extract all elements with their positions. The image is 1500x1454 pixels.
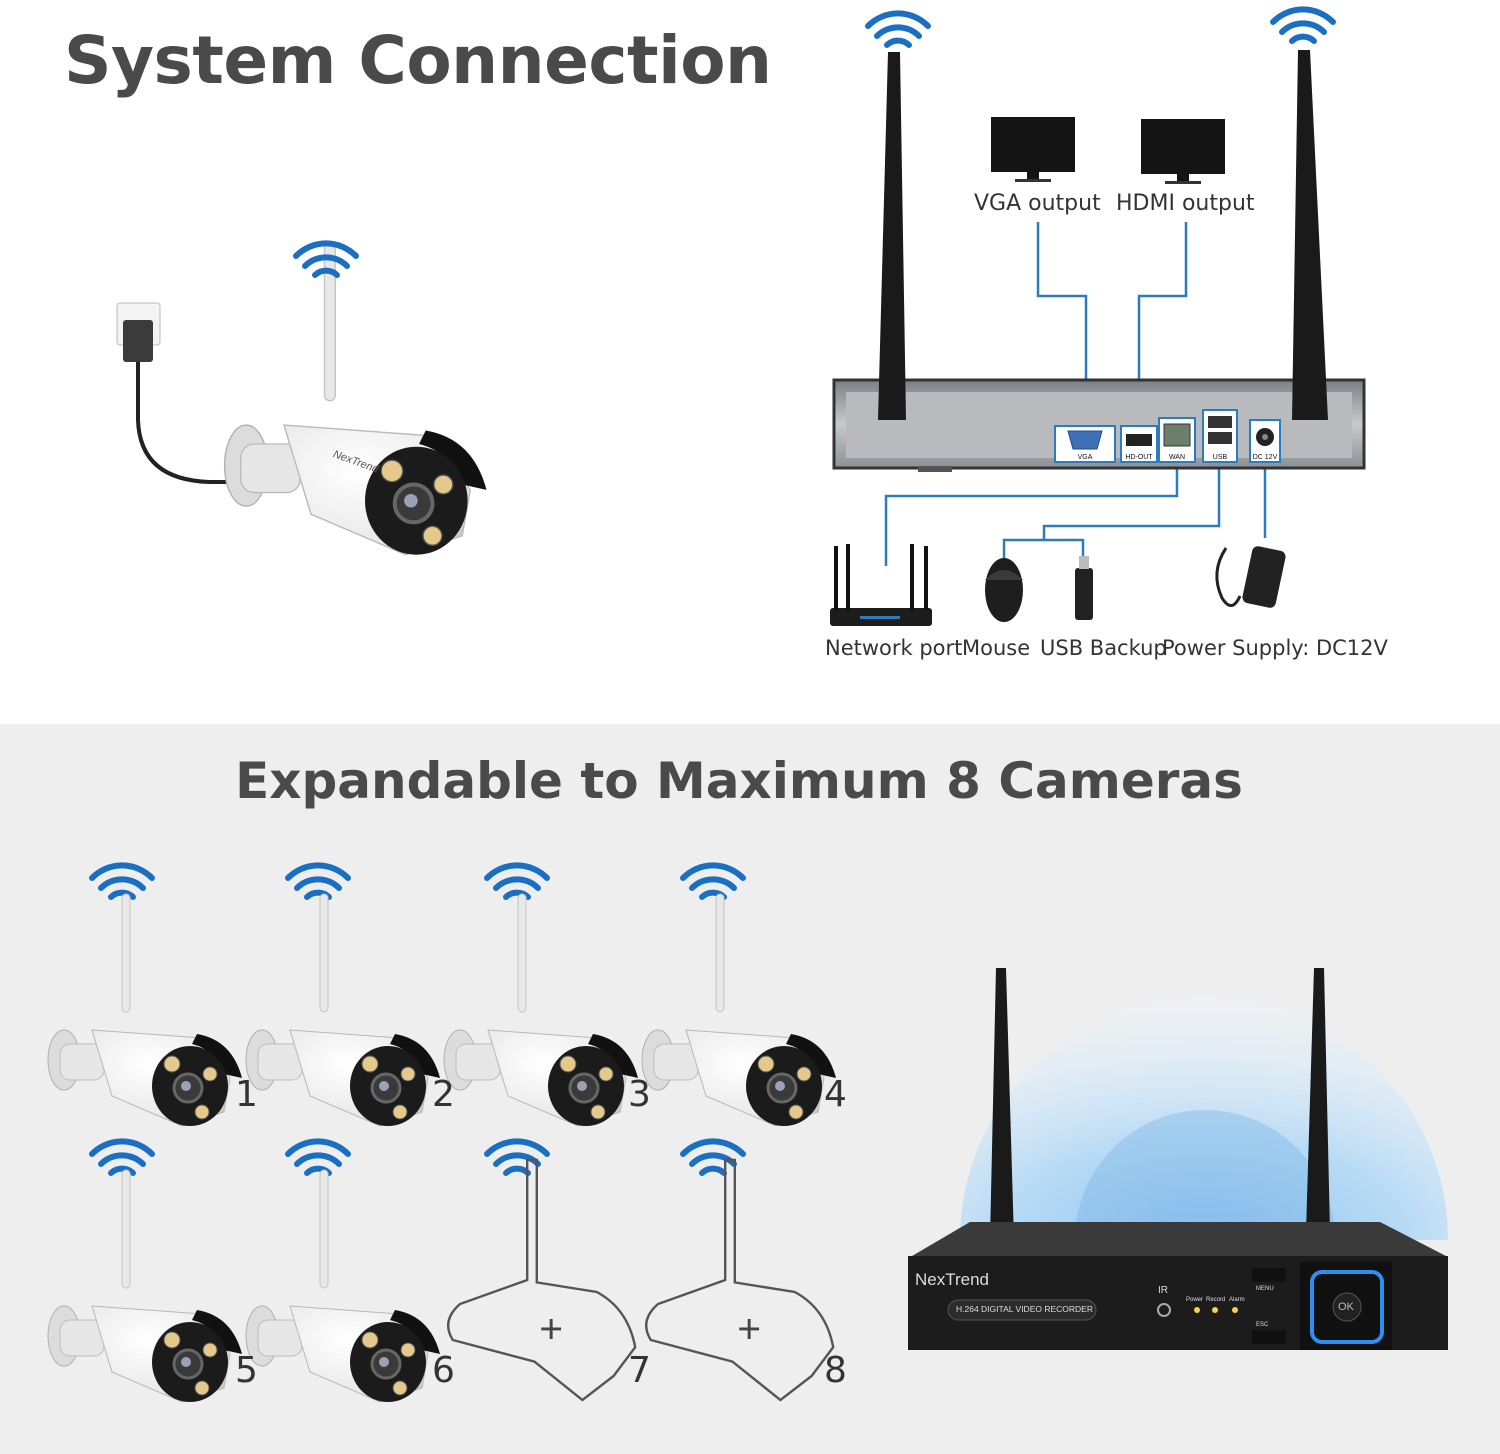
camera-number-1: 1 <box>235 1074 258 1115</box>
led-power-label: Power <box>1186 1297 1204 1303</box>
port-wan: WAN <box>1169 454 1185 461</box>
network-port-label: Network port <box>825 636 963 660</box>
vga-output-label: VGA output <box>974 191 1101 216</box>
expand-title: Expandable to Maximum 8 Cameras <box>235 752 1243 810</box>
camera-number-2: 2 <box>432 1074 455 1115</box>
port-usb: USB <box>1213 454 1228 461</box>
camera-number-8: 8 <box>824 1350 847 1391</box>
mouse-label: Mouse <box>962 636 1031 660</box>
ok-button[interactable]: OK <box>1338 1301 1354 1313</box>
hdmi-output-label: HDMI output <box>1116 191 1255 216</box>
power-supply-label: Power Supply: DC12V <box>1162 636 1388 660</box>
led-record-label: Record <box>1206 1297 1226 1303</box>
port-dc12v: DC 12V <box>1253 454 1278 461</box>
menu-button[interactable]: MENU <box>1256 1286 1274 1292</box>
camera-number-3: 3 <box>628 1074 651 1115</box>
page-title: System Connection <box>64 22 772 99</box>
camera-number-5: 5 <box>235 1350 258 1391</box>
port-hdmi: HD-OUT <box>1125 454 1153 461</box>
camera-number-4: 4 <box>824 1074 847 1115</box>
esc-button[interactable]: ESC <box>1256 1322 1269 1328</box>
nvr-brand: NexTrend <box>915 1270 990 1289</box>
nvr-model-label: H.264 DIGITAL VIDEO RECORDER <box>956 1304 1093 1314</box>
led-alarm-label: Alarm <box>1229 1297 1245 1303</box>
port-vga: VGA <box>1078 454 1093 461</box>
camera-number-7: 7 <box>628 1350 651 1391</box>
usb-backup-label: USB Backup <box>1040 636 1167 660</box>
camera-number-6: 6 <box>432 1350 455 1391</box>
nvr-ir-label: IR <box>1158 1285 1168 1296</box>
